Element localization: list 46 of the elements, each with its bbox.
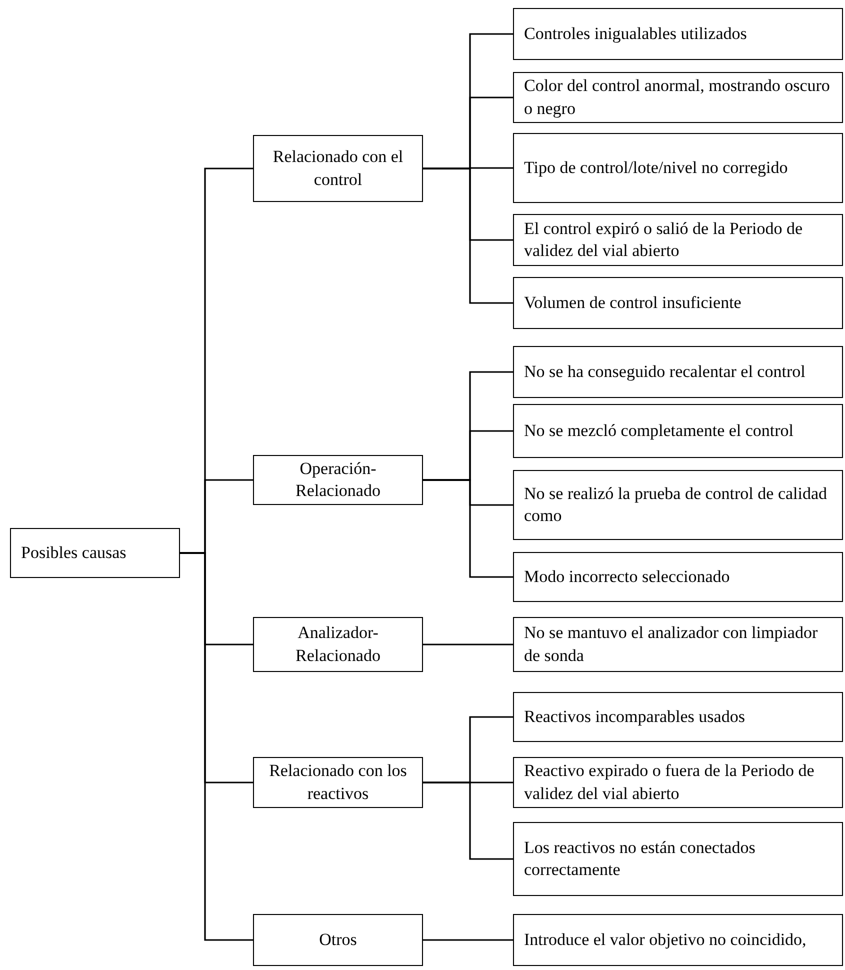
node-label: El control expiró o salió de la Periodo de validez del vial abierto	[524, 218, 804, 262]
node-label: Controles inigualables utilizados	[524, 22, 747, 45]
node-label: Introduce el valor objetivo no coincidido,	[524, 928, 806, 951]
cause-box	[513, 617, 843, 672]
connector-line	[423, 479, 513, 578]
cause-box	[513, 277, 843, 329]
node-label: Modo incorrecto seleccionado	[524, 566, 730, 588]
cause-box	[513, 133, 843, 203]
node-label: Otros	[319, 928, 357, 951]
node-label: Reactivo expirado o fuera de la Periodo de validez del vial abierto	[524, 760, 816, 804]
category-box	[253, 135, 423, 202]
node-label: Relacionado con los reactivos	[268, 760, 408, 804]
category-box	[253, 757, 423, 808]
node-label: Los reactivos no están conectados correctamente	[524, 836, 756, 881]
cause-box	[513, 692, 843, 742]
node-label: Tipo de control/lote/nivel no corregido	[524, 156, 788, 179]
cause-box	[513, 346, 843, 398]
cause-box	[513, 214, 843, 266]
category-box	[253, 914, 423, 966]
node-label: Analizador-Relacionado	[294, 622, 382, 666]
node-label: No se realizó la prueba de control de calidad como	[524, 482, 828, 527]
node-label: Posibles causas	[21, 542, 126, 564]
node-label: No se ha conseguido recalentar el control	[524, 360, 806, 383]
cause-box	[513, 404, 843, 458]
category-box	[253, 455, 423, 505]
cause-box	[513, 72, 843, 123]
node-label: No se mezcló completamente el control	[524, 420, 794, 442]
connector-line	[423, 939, 513, 941]
node-label: Reactivos incomparables usados	[524, 706, 745, 728]
cause-box	[513, 914, 843, 966]
connector-line	[423, 644, 513, 646]
node-label: Operación-Relacionado	[294, 458, 382, 502]
cause-box	[513, 757, 843, 808]
root-box	[10, 528, 180, 578]
cause-box	[513, 822, 843, 896]
connector-line	[423, 168, 513, 304]
category-box	[253, 617, 423, 672]
node-label: Color del control anormal, mostrando oscuro o negro	[524, 75, 831, 120]
connector-line	[423, 782, 513, 860]
node-label: Relacionado con el control	[272, 146, 404, 190]
cause-box	[513, 552, 843, 602]
node-label: Volumen de control insuficiente	[524, 292, 742, 314]
cause-box	[513, 470, 843, 540]
cause-box	[513, 8, 843, 60]
connector-line	[180, 552, 253, 941]
node-label: No se mantuvo el analizador con limpiador de sonda	[524, 622, 819, 666]
